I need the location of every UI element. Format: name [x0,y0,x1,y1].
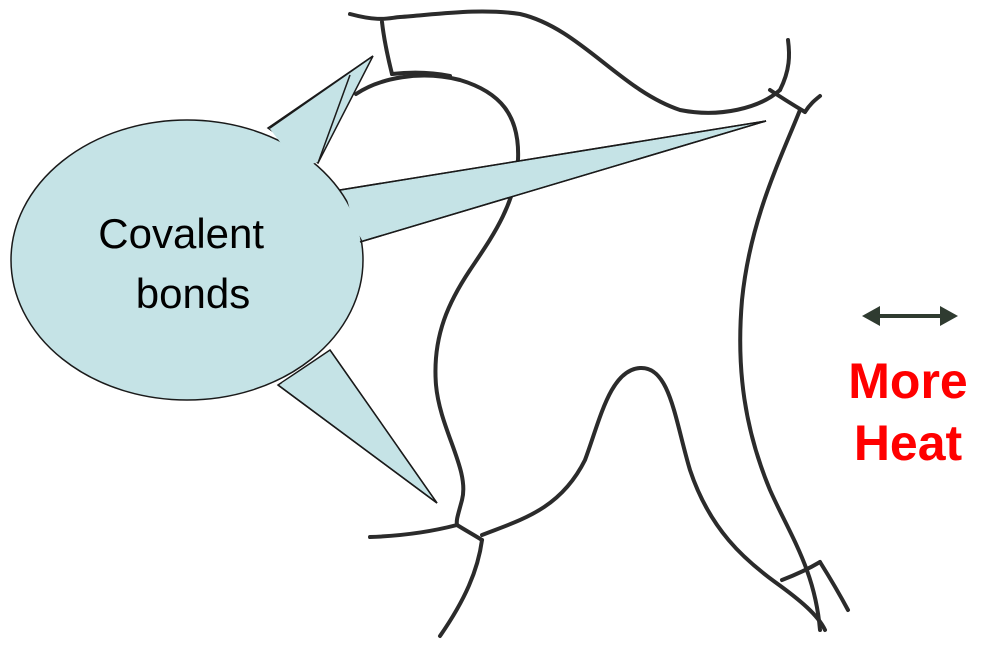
heat-label-line2: Heat [854,415,963,471]
chain-top-right-tip [780,40,789,90]
chain-bottom-tail [440,540,482,636]
polymer-chains [350,11,848,636]
callout-label-line1: Covalent [98,210,264,257]
crosslink-top-right [770,90,805,112]
crosslink-top-left [382,22,392,74]
chain-bottom-left [370,525,457,537]
heat-label-line1: More [848,353,967,409]
crosslink-bottom-left [457,525,482,540]
chain-right-end [820,562,848,610]
chain-right [740,110,820,630]
double-headed-arrow-icon [862,306,958,326]
chain-top-right-stub [805,96,820,112]
crosslink-bottom-right [782,562,820,580]
covalent-bonds-callout: Covalent bonds [11,56,766,503]
chain-top [350,11,780,112]
callout-label-line2: bonds [136,270,250,317]
more-heat-label: More Heat [848,353,967,471]
callout-pointer-top-right [340,121,766,242]
